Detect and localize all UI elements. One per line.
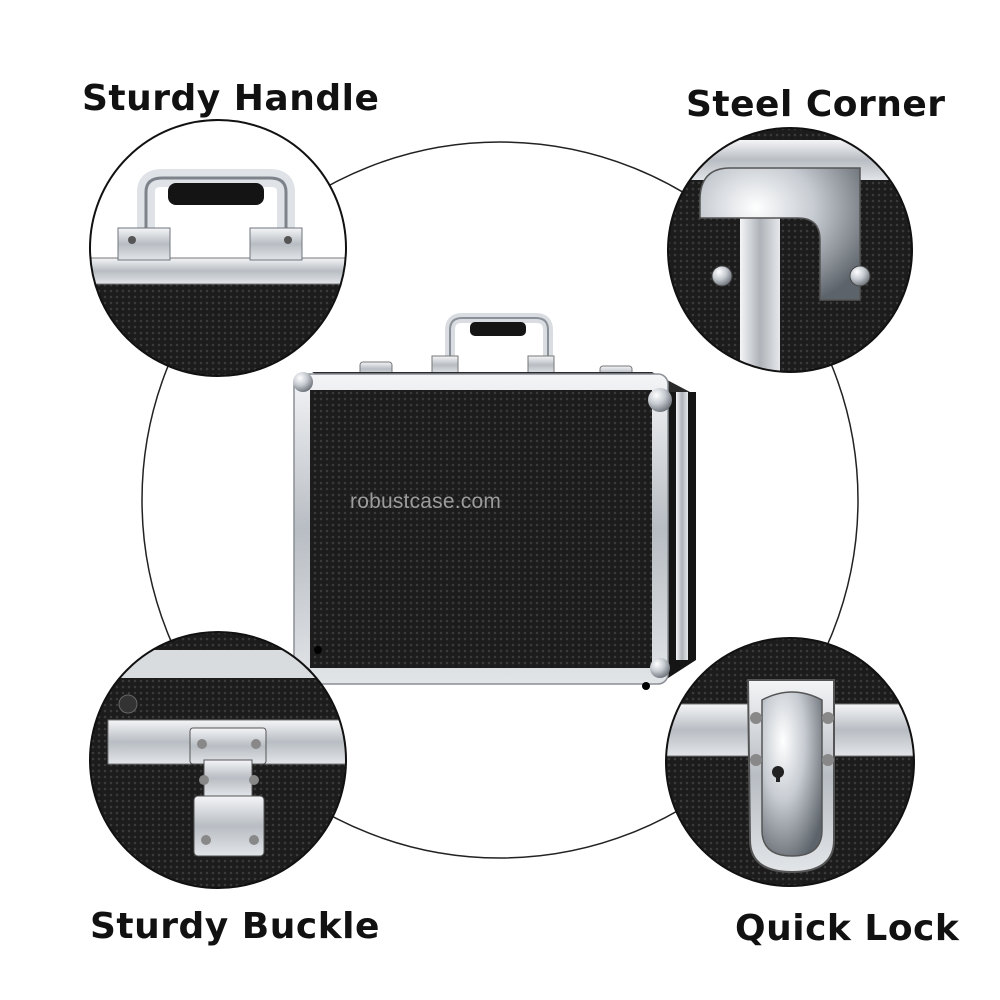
handle-closeup [90, 120, 346, 376]
lock-closeup [666, 638, 914, 886]
watermark-text: robustcase.com [350, 490, 502, 513]
buckle-closeup [90, 632, 346, 888]
label-quick-lock: Quick Lock [735, 908, 960, 949]
case-handle [431, 313, 555, 375]
background-circle-outline [141, 141, 859, 859]
label-steel-corner: Steel Corner [686, 84, 946, 125]
label-sturdy-buckle: Sturdy Buckle [90, 906, 380, 947]
briefcase [293, 313, 696, 690]
label-sturdy-handle: Sturdy Handle [82, 78, 380, 119]
